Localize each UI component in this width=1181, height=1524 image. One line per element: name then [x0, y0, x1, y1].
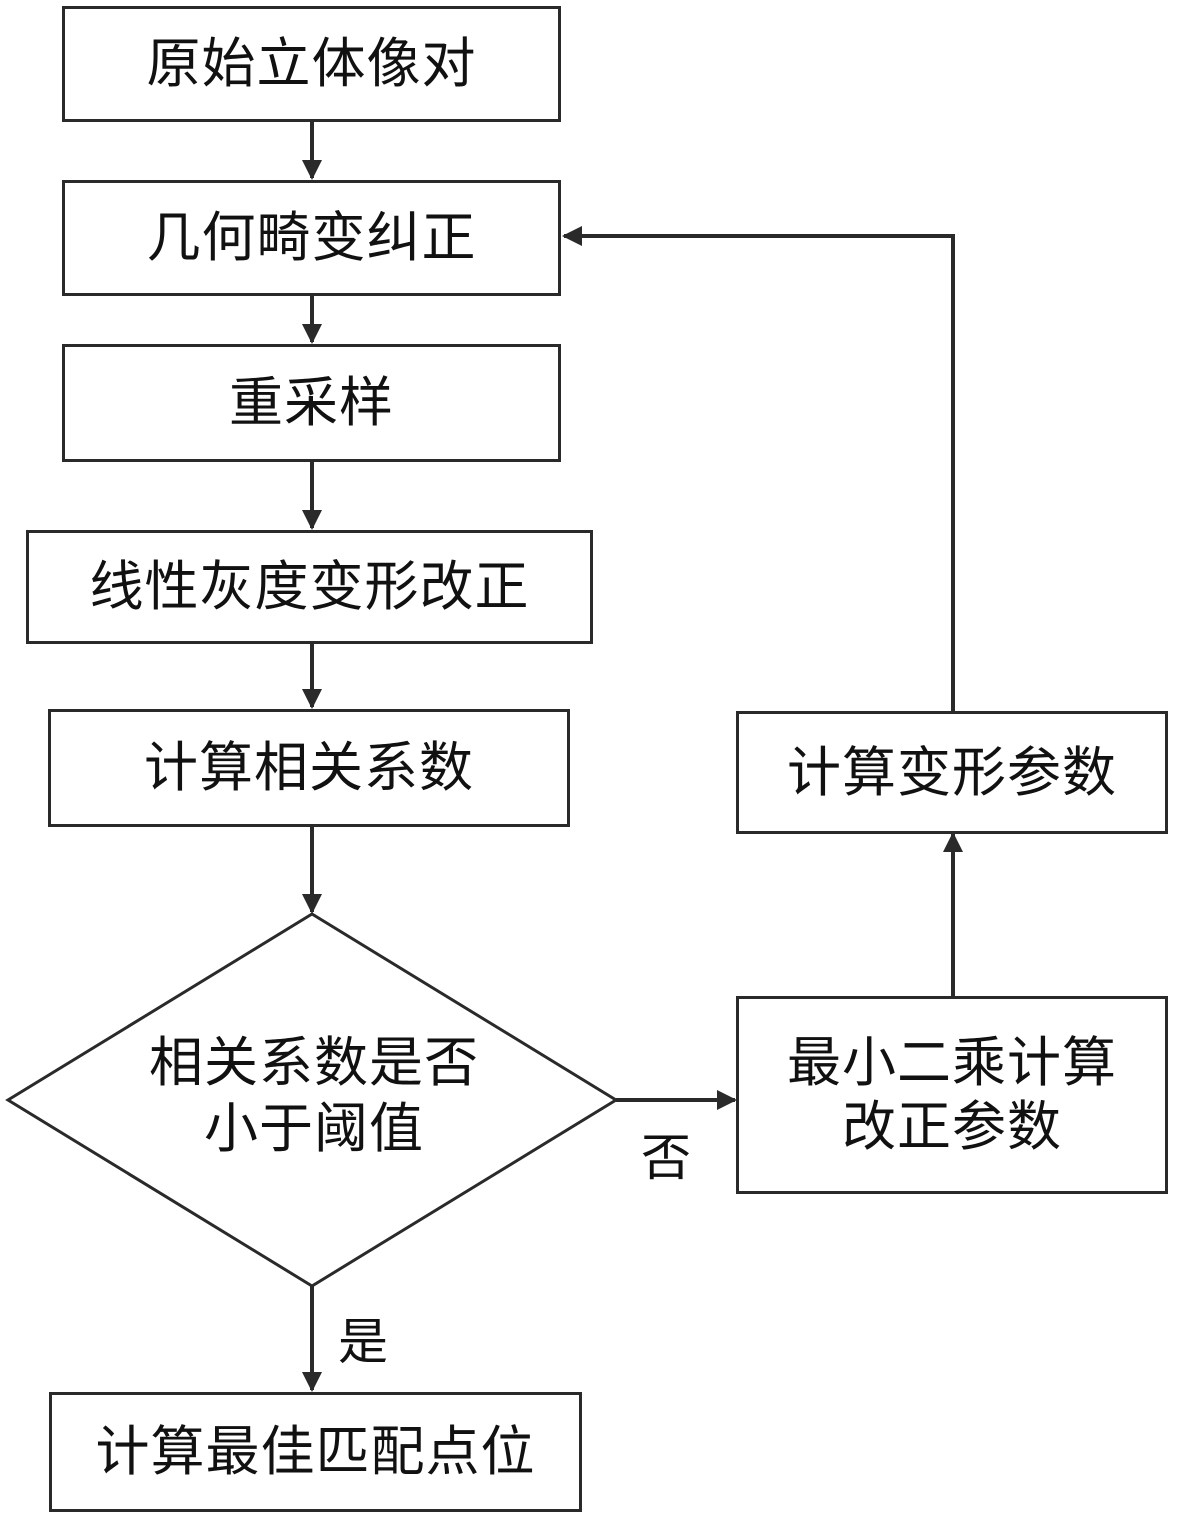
node-original-pair-label: 原始立体像对: [146, 32, 477, 96]
node-resampling: 重采样: [62, 344, 561, 462]
node-resampling-label: 重采样: [229, 371, 394, 435]
node-least-squares: 最小二乘计算 改正参数: [736, 996, 1168, 1194]
node-geometric-correction-label: 几何畸变纠正: [146, 206, 477, 270]
node-compute-correlation: 计算相关系数: [48, 709, 570, 827]
node-compute-deformation-label: 计算变形参数: [787, 740, 1117, 804]
node-least-squares-label: 最小二乘计算 改正参数: [787, 1031, 1117, 1158]
edge-label-yes: 是: [338, 1313, 388, 1371]
arrow-deformation-to-geometric: [562, 226, 955, 711]
node-linear-gray-correction-label: 线性灰度变形改正: [89, 555, 530, 619]
node-original-pair: 原始立体像对: [62, 6, 561, 122]
node-linear-gray-correction: 线性灰度变形改正: [26, 530, 593, 644]
decision-label: 相关系数是否 小于阈值: [149, 1031, 479, 1160]
node-best-match-label: 计算最佳匹配点位: [95, 1420, 536, 1484]
node-compute-correlation-label: 计算相关系数: [144, 736, 474, 800]
node-compute-deformation: 计算变形参数: [736, 711, 1168, 834]
node-geometric-correction: 几何畸变纠正: [62, 180, 561, 296]
node-best-match: 计算最佳匹配点位: [49, 1392, 582, 1512]
edge-label-no: 否: [641, 1129, 691, 1187]
